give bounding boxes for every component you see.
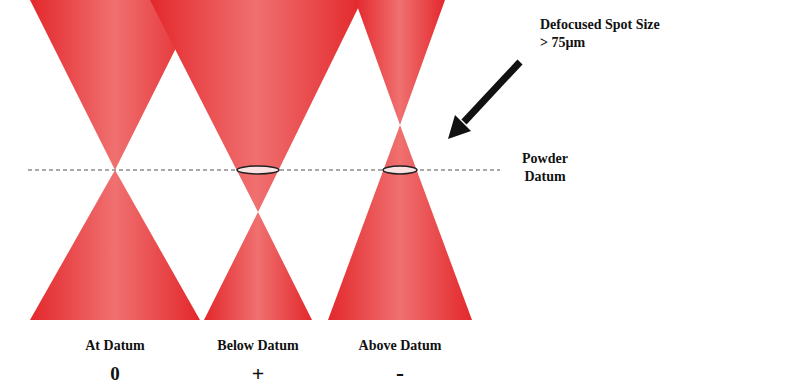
datum-label: Powder Datum — [510, 150, 580, 185]
callout-arrowhead — [448, 115, 471, 139]
spot-ellipse — [237, 166, 279, 174]
beam-cone — [30, 170, 200, 320]
callout-arrow — [464, 62, 520, 122]
beam-cone — [328, 125, 472, 320]
beam-cone — [150, 0, 362, 212]
sign-symbol: + — [252, 360, 265, 388]
spot-ellipse — [383, 166, 417, 174]
case-label: Below Datum — [217, 337, 298, 355]
sign-symbol: 0 — [110, 362, 120, 386]
beam-cone — [355, 0, 445, 125]
case-label: Above Datum — [359, 337, 442, 355]
sign-symbol: - — [396, 358, 404, 388]
case-label: At Datum — [85, 337, 145, 355]
beam-cone — [204, 212, 312, 320]
callout-label: Defocused Spot Size > 75µm — [540, 16, 660, 51]
